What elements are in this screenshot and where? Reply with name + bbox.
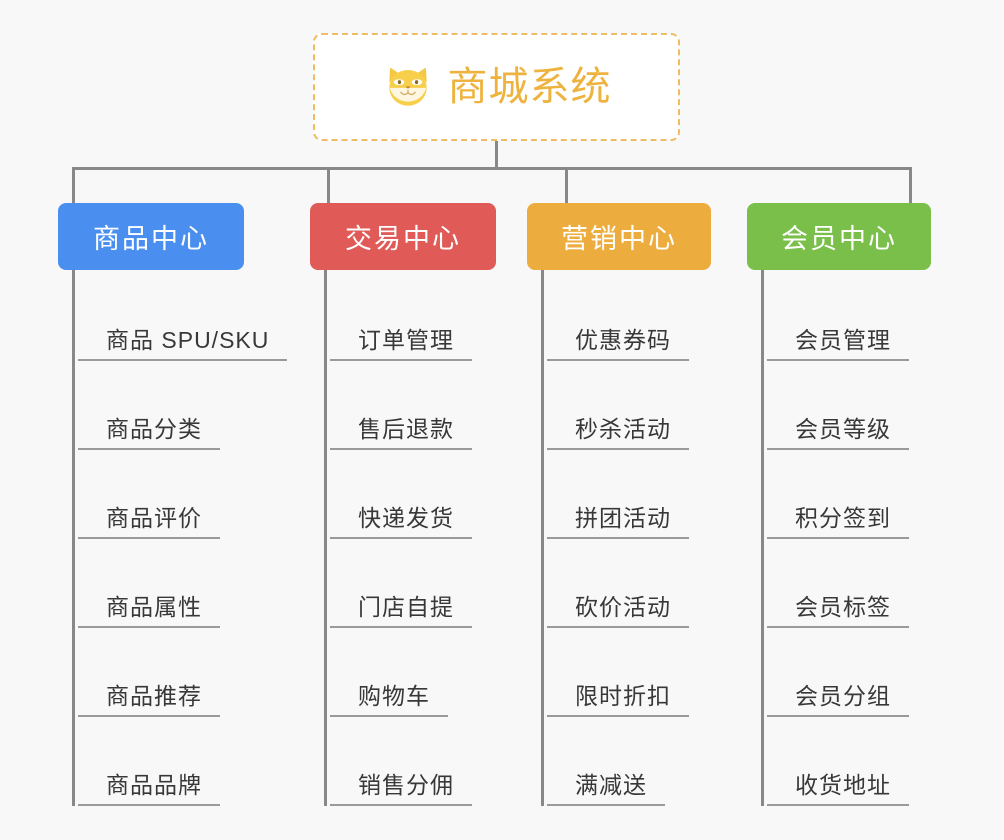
leaf-label: 满减送 (547, 772, 665, 806)
leaf-label: 会员等级 (767, 416, 909, 450)
connector-trunk (495, 141, 498, 170)
leaf-label: 快递发货 (330, 505, 472, 539)
leaf-label: 商品推荐 (78, 683, 220, 717)
category-node-marketing[interactable]: 营销中心 (527, 203, 711, 270)
connector-drop-column-3 (909, 167, 912, 203)
list-item[interactable]: 收货地址 (764, 717, 977, 806)
list-item[interactable]: 商品 SPU/SKU (75, 272, 288, 361)
leaf-list-member: 会员管理 会员等级 积分签到 会员标签 会员分组 收货地址 (761, 270, 977, 806)
leaf-label: 限时折扣 (547, 683, 689, 717)
category-column-member: 会员中心 会员管理 会员等级 积分签到 会员标签 会员分组 收货地址 (747, 203, 977, 806)
list-item[interactable]: 商品分类 (75, 361, 288, 450)
root-title: 商城系统 (447, 65, 612, 109)
leaf-label: 拼团活动 (547, 505, 689, 539)
category-node-label: 交易中心 (345, 224, 461, 254)
list-item[interactable]: 积分签到 (764, 450, 977, 539)
leaf-list-trade: 订单管理 售后退款 快递发货 门店自提 购物车 销售分佣 (324, 270, 540, 806)
category-column-products: 商品中心 商品 SPU/SKU 商品分类 商品评价 商品属性 商品推荐 商品品牌 (58, 203, 288, 806)
leaf-label: 秒杀活动 (547, 416, 689, 450)
category-node-member[interactable]: 会员中心 (747, 203, 931, 270)
category-node-products[interactable]: 商品中心 (58, 203, 244, 270)
category-node-label: 营销中心 (561, 224, 677, 254)
list-item[interactable]: 限时折扣 (544, 628, 757, 717)
category-node-trade[interactable]: 交易中心 (310, 203, 496, 270)
category-node-label: 会员中心 (781, 224, 897, 254)
leaf-label: 购物车 (330, 683, 448, 717)
list-item[interactable]: 购物车 (327, 628, 540, 717)
list-item[interactable]: 砍价活动 (544, 539, 757, 628)
leaf-label: 积分签到 (767, 505, 909, 539)
leaf-list-marketing: 优惠券码 秒杀活动 拼团活动 砍价活动 限时折扣 满减送 (541, 270, 757, 806)
list-item[interactable]: 售后退款 (327, 361, 540, 450)
list-item[interactable]: 满减送 (544, 717, 757, 806)
leaf-label: 会员标签 (767, 594, 909, 628)
list-item[interactable]: 会员分组 (764, 628, 977, 717)
leaf-label: 收货地址 (767, 772, 909, 806)
leaf-label: 会员分组 (767, 683, 909, 717)
leaf-label: 商品评价 (78, 505, 220, 539)
leaf-list-products: 商品 SPU/SKU 商品分类 商品评价 商品属性 商品推荐 商品品牌 (72, 270, 288, 806)
leaf-label: 优惠券码 (547, 327, 689, 361)
connector-drop-column-2 (565, 167, 568, 203)
leaf-label: 砍价活动 (547, 594, 689, 628)
list-item[interactable]: 快递发货 (327, 450, 540, 539)
list-item[interactable]: 会员管理 (764, 272, 977, 361)
list-item[interactable]: 销售分佣 (327, 717, 540, 806)
list-item[interactable]: 门店自提 (327, 539, 540, 628)
list-item[interactable]: 商品品牌 (75, 717, 288, 806)
connector-drop-column-1 (327, 167, 330, 203)
list-item[interactable]: 秒杀活动 (544, 361, 757, 450)
list-item[interactable]: 拼团活动 (544, 450, 757, 539)
shiba-dog-face-icon (388, 67, 427, 106)
list-item[interactable]: 优惠券码 (544, 272, 757, 361)
connector-crossbar (72, 167, 912, 170)
list-item[interactable]: 商品属性 (75, 539, 288, 628)
leaf-label: 商品属性 (78, 594, 220, 628)
list-item[interactable]: 会员标签 (764, 539, 977, 628)
leaf-label: 商品品牌 (78, 772, 220, 806)
leaf-label: 售后退款 (330, 416, 472, 450)
list-item[interactable]: 商品评价 (75, 450, 288, 539)
root-node[interactable]: 商城系统 (313, 33, 680, 141)
list-item[interactable]: 订单管理 (327, 272, 540, 361)
category-column-marketing: 营销中心 优惠券码 秒杀活动 拼团活动 砍价活动 限时折扣 满减送 (527, 203, 757, 806)
leaf-label: 订单管理 (330, 327, 472, 361)
leaf-label: 商品分类 (78, 416, 220, 450)
list-item[interactable]: 会员等级 (764, 361, 977, 450)
category-node-label: 商品中心 (93, 224, 209, 254)
leaf-label: 会员管理 (767, 327, 909, 361)
list-item[interactable]: 商品推荐 (75, 628, 288, 717)
connector-drop-column-0 (72, 167, 75, 203)
category-column-trade: 交易中心 订单管理 售后退款 快递发货 门店自提 购物车 销售分佣 (310, 203, 540, 806)
leaf-label: 销售分佣 (330, 772, 472, 806)
category-columns: 商品中心 商品 SPU/SKU 商品分类 商品评价 商品属性 商品推荐 商品品牌… (0, 203, 1004, 823)
leaf-label: 商品 SPU/SKU (78, 327, 288, 361)
leaf-label: 门店自提 (330, 594, 472, 628)
